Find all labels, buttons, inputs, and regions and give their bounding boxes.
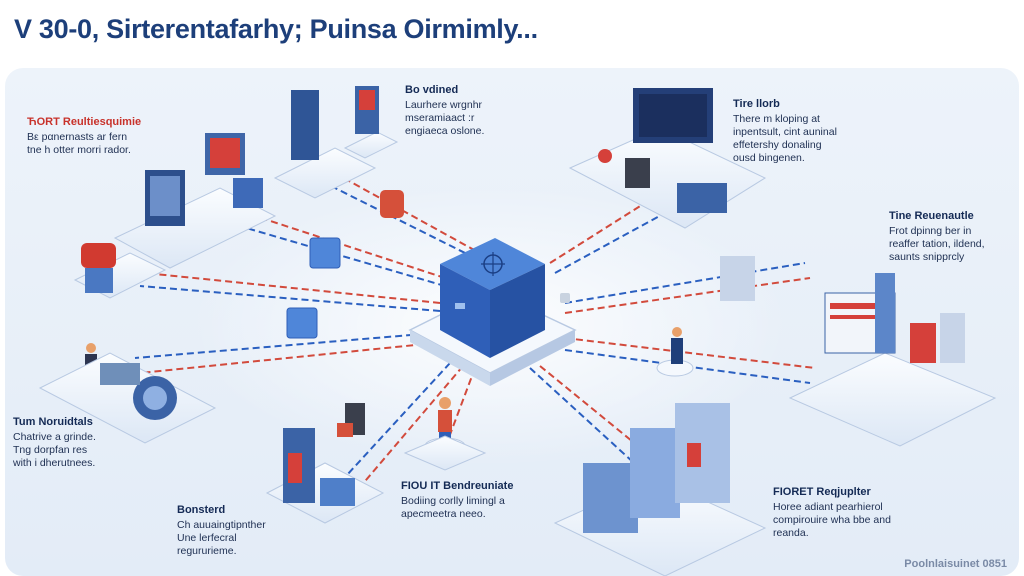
label-line: apecmeetra neeo. (401, 508, 486, 520)
data-packet-icon (309, 237, 341, 269)
red-cabinet-icon (910, 323, 936, 363)
data-packets (286, 190, 404, 339)
label-line: ousd bingenen. (733, 152, 805, 164)
worker-icon (656, 327, 694, 377)
label-heading: ЋORT Reultiesquimie (27, 116, 142, 128)
label-line: Tng dorpfan res (13, 444, 88, 456)
label-heading: Tine Reuenautle (889, 210, 974, 222)
label-heading: Tire llorb (733, 98, 780, 110)
connection-left-lower (134, 332, 436, 374)
connection-top-right (549, 202, 666, 274)
label-heading: FIORET Reqjuplter (773, 486, 871, 498)
router-icon (81, 243, 116, 268)
label-top-right: Tire llorb There m kloping at inpentsult… (733, 98, 837, 165)
label-top-center: Bo vdined Laurhere wrgnhr mseramiaact :r… (405, 84, 484, 138)
alert-packet-icon (380, 190, 404, 218)
label-line: effetershy donaling (733, 139, 822, 151)
label-line: Bε pαnernasts ar fern (27, 131, 128, 143)
label-line: Frot dpinng ber in (889, 225, 972, 237)
label-line: tne h otter morri rador. (27, 144, 131, 156)
label-line: engiaeca oslone. (405, 125, 485, 137)
node-left (38, 352, 217, 444)
label-line: saunts snipprcly (889, 251, 965, 263)
label-line: reaffer tation, ildend, (889, 238, 985, 250)
label-bottom-left: Bonsterd Ch auuaingtipnther Une lerfecra… (177, 504, 266, 558)
tall-server-icon (291, 90, 319, 160)
label-heading: Bonsterd (177, 504, 226, 516)
connection-bottom-left (334, 362, 464, 494)
label-bottom-right: FIORET Reqjuplter Horee adiant pearhiero… (773, 486, 891, 540)
label-line: There m kloping at (733, 113, 820, 125)
label-line: with i dherutnees. (13, 457, 96, 469)
label-line: inpentsult, cint auninal (733, 126, 837, 138)
label-line: compirouire wha bbe and (773, 514, 891, 526)
label-line: Ch auuaingtipnther (177, 519, 266, 531)
node-top-right (568, 88, 767, 229)
hub-lock-icon (560, 293, 570, 303)
datacenter-block-icon (583, 463, 638, 533)
connection-right-upper (564, 262, 811, 314)
label-line: reanda. (773, 527, 809, 539)
node-top-center (273, 86, 399, 199)
network-diagram (38, 86, 997, 576)
label-heading: Tum Noruidtals (13, 416, 93, 428)
label-top-left: ЋORT Reultiesquimie Bε pαnernasts ar fer… (27, 116, 141, 157)
label-line: Une lerfecral (177, 532, 237, 544)
label-line: Bodiing corlly limingl a (401, 495, 505, 507)
label-line: mseramiaact :r (405, 112, 475, 124)
node-right (720, 256, 997, 447)
node-bottom-left (265, 403, 385, 524)
label-mid-left: Tum Noruidtals Chatrive a grinde. Tng do… (13, 416, 123, 470)
node-top-left (73, 133, 277, 299)
label-line: Laurhere wrgnhr (405, 99, 483, 111)
label-heading: Bo vdined (405, 84, 459, 96)
label-heading: FIOU IT Bendreuniate (401, 480, 514, 492)
data-packet-icon (286, 307, 318, 339)
connection-top-center (324, 175, 486, 259)
node-bottom-center (403, 435, 487, 471)
node-bottom-right (553, 403, 767, 576)
page-title: V 30-0, Sirterentafarhy; Puinsa Oirmimly… (14, 14, 538, 44)
central-hub (408, 238, 577, 386)
label-mid-right: Tine Reuenautle Frot dpinng ber in reaff… (889, 210, 985, 264)
diagram-panel: ЋORT Reultiesquimie Bε pαnernasts ar fer… (5, 68, 1019, 576)
label-line: regururieme. (177, 545, 237, 557)
connection-left-upper (139, 272, 441, 312)
label-line: Horee adiant pearhierol (773, 501, 883, 513)
label-bottom-center: FIOU IT Bendreuniate Bodiing corlly limi… (401, 480, 513, 521)
server-unit-icon (677, 183, 727, 213)
label-line: Chatrive a grinde. (13, 431, 96, 443)
footer-caption: Poolnlaisuinet 0851 (904, 558, 1007, 570)
